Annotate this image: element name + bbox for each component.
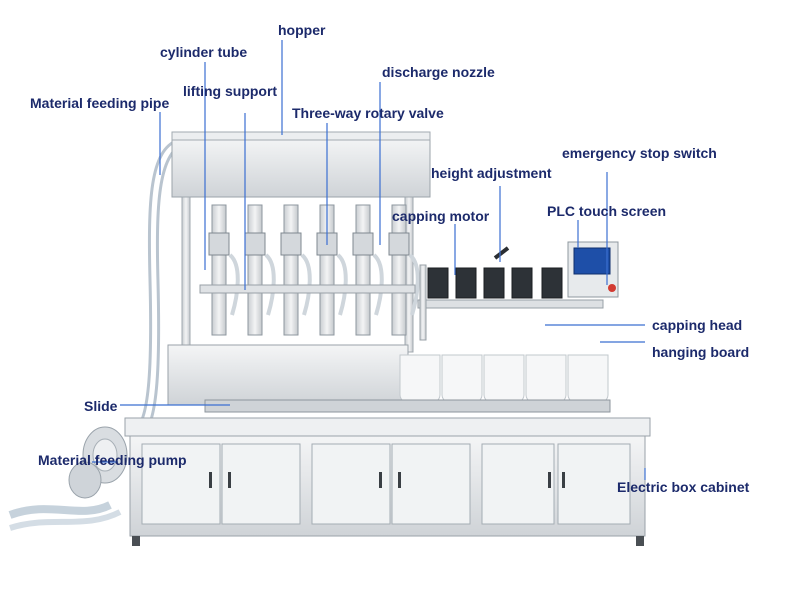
filling-base [167, 344, 409, 406]
capping-motors [427, 267, 563, 299]
label-capping-head: capping head [652, 317, 743, 333]
hopper-lid [171, 131, 431, 141]
label-cylinder-tube: cylinder tube [160, 44, 248, 60]
leader-lines [92, 40, 646, 480]
label-lifting-support: lifting support [183, 83, 278, 99]
support-post-left [181, 196, 191, 353]
height-adjustment-knob [493, 246, 510, 260]
leveling-feet [132, 536, 644, 546]
label-discharge-nozzle: discharge nozzle [382, 64, 495, 80]
label-plc-touch-screen: PLC touch screen [547, 203, 667, 219]
label-electric-box-cabinet: Electric box cabinet [617, 479, 750, 495]
label-hanging-board: hanging board [652, 344, 750, 360]
lifting-support-bar [199, 284, 416, 294]
filling-cylinders [208, 204, 420, 336]
bottles [399, 354, 609, 406]
label-emergency-stop-switch: emergency stop switch [562, 145, 717, 161]
label-material-feeding-pipe: Material feeding pipe [30, 95, 170, 111]
plc-panel [567, 241, 619, 298]
label-height-adjustment: height adjustment [431, 165, 552, 181]
label-slide: Slide [84, 398, 118, 414]
cabinet-doors [141, 443, 631, 525]
label-capping-motor: capping motor [392, 208, 490, 224]
capping-frame [417, 299, 604, 309]
material-feeding-pipe-hose [133, 138, 185, 436]
cabinet-top [124, 417, 651, 437]
material-feeding-pump [8, 426, 128, 531]
capping-frame-left-post [419, 264, 427, 341]
label-hopper: hopper [278, 22, 326, 38]
label-material-feeding-pump: Material feeding pump [38, 452, 187, 468]
hopper-tank [171, 136, 431, 198]
label-three-way-rotary-valve: Three-way rotary valve [292, 105, 444, 121]
cabinet-door-handles [209, 472, 565, 488]
conveyor-slide [204, 399, 611, 413]
